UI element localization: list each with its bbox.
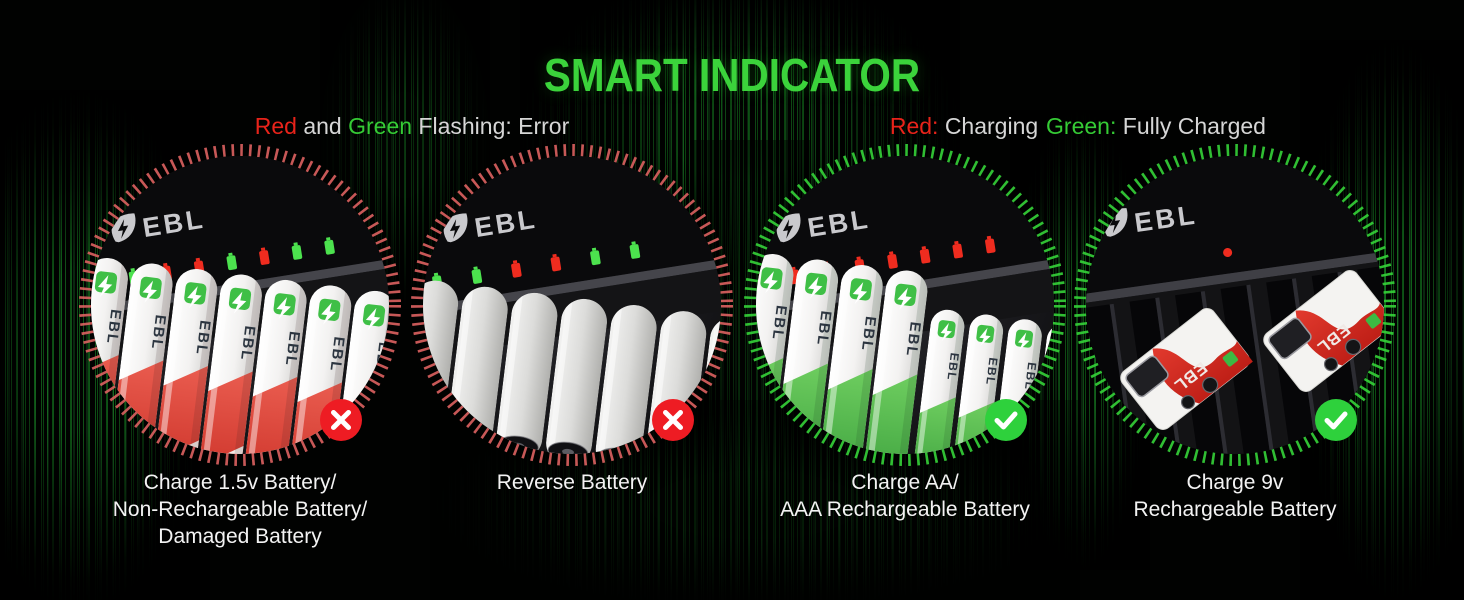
led-indicator	[324, 237, 335, 255]
legend-charging-text: Charging	[938, 113, 1039, 139]
legend-error-rest: Flashing: Error	[412, 113, 570, 139]
charger-photo-green-batteries: EBL EBL	[756, 156, 1054, 454]
page-title: SMART INDICATOR	[543, 49, 921, 101]
legend-error-and: and	[296, 113, 349, 139]
led-indicator	[1223, 248, 1233, 258]
dashed-ring	[411, 144, 733, 466]
legend-charging-label: Red:	[889, 113, 939, 139]
check-icon	[1315, 399, 1357, 441]
legend-error-green-word: Green	[348, 113, 413, 139]
check-icon	[985, 399, 1027, 441]
error-cross-badge	[320, 399, 362, 441]
ok-check-badge	[985, 399, 1027, 441]
dashed-ring	[79, 144, 401, 466]
ebl-logo: EBL	[776, 204, 872, 243]
ok-check-badge	[1315, 399, 1357, 441]
caption-line: Charge 1.5v Battery/	[143, 471, 337, 494]
error-cross-badge	[652, 399, 694, 441]
led-indicator	[985, 235, 996, 254]
led-indicator	[259, 247, 270, 265]
led-indicator	[226, 252, 238, 271]
caption-line: Damaged Battery	[158, 525, 322, 548]
legend-charging: Red: Charging	[890, 113, 1038, 140]
example-reverse-battery: EBL	[411, 144, 733, 466]
legend-charged-text: Fully Charged	[1116, 113, 1266, 139]
led-indicator	[511, 260, 522, 278]
dashed-ring	[744, 144, 1066, 466]
led-indicator	[291, 242, 303, 260]
caption-line: Rechargeable Battery	[1133, 498, 1337, 521]
cross-icon	[320, 399, 362, 441]
led-indicator	[887, 251, 898, 269]
caption-line: Charge 9v	[1186, 471, 1284, 494]
caption-line: Reverse Battery	[496, 471, 648, 494]
caption-line: Charge AA/	[851, 471, 959, 494]
caption-charge-9v: Charge 9v Rechargeable Battery	[1065, 469, 1405, 523]
led-indicator	[952, 240, 963, 259]
led-indicator	[629, 241, 641, 259]
led-indicator	[550, 253, 562, 272]
led-indicator	[590, 247, 601, 266]
cross-icon	[652, 399, 694, 441]
charger-photo-red-batteries: EBL EBL	[91, 156, 389, 454]
led-row	[756, 235, 996, 290]
example-charge-1-5v: EBL EBL	[79, 144, 401, 466]
dashed-ring	[1074, 144, 1396, 466]
legend-error: Red and Green Flashing: Error	[255, 113, 570, 140]
caption-line: AAA Rechargeable Battery	[780, 498, 1030, 521]
example-charge-9v: EBL EBL	[1074, 144, 1396, 466]
legend-charged: Green: Fully Charged	[1046, 113, 1266, 140]
legend-charged-label: Green:	[1046, 113, 1117, 139]
caption-reverse-battery: Reverse Battery	[402, 469, 742, 496]
led-indicator	[471, 266, 483, 284]
caption-line: Non-Rechargeable Battery/	[112, 498, 368, 521]
led-indicator	[919, 246, 931, 264]
charger-photo-9v-batteries: EBL EBL	[1086, 156, 1384, 454]
example-charge-aa-aaa: EBL EBL	[744, 144, 1066, 466]
caption-charge-1-5v: Charge 1.5v Battery/ Non-Rechargeable Ba…	[70, 469, 410, 550]
led-row	[432, 241, 641, 291]
legend-error-red-word: Red	[254, 113, 297, 139]
caption-charge-aa-aaa: Charge AA/ AAA Rechargeable Battery	[735, 469, 1075, 523]
